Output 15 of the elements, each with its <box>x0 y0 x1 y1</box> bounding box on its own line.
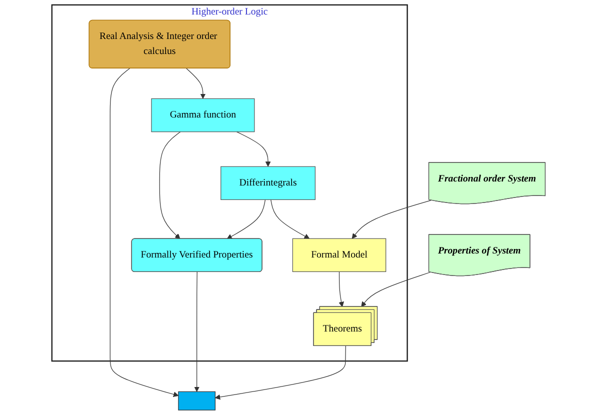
arrow <box>236 131 271 167</box>
node-box: Gamma function <box>151 98 255 132</box>
arrow <box>186 68 206 99</box>
arrow <box>270 199 310 239</box>
arrow <box>226 199 266 240</box>
arrow <box>338 271 344 308</box>
arrow <box>159 131 181 240</box>
arrow <box>361 272 430 308</box>
arrow <box>110 68 179 397</box>
node-bar <box>178 391 216 410</box>
arrow <box>194 272 200 392</box>
arrow <box>214 346 346 400</box>
node-box: Formal Model <box>292 238 386 272</box>
node-box: Differintegrals <box>220 166 316 200</box>
arrow <box>352 200 432 239</box>
